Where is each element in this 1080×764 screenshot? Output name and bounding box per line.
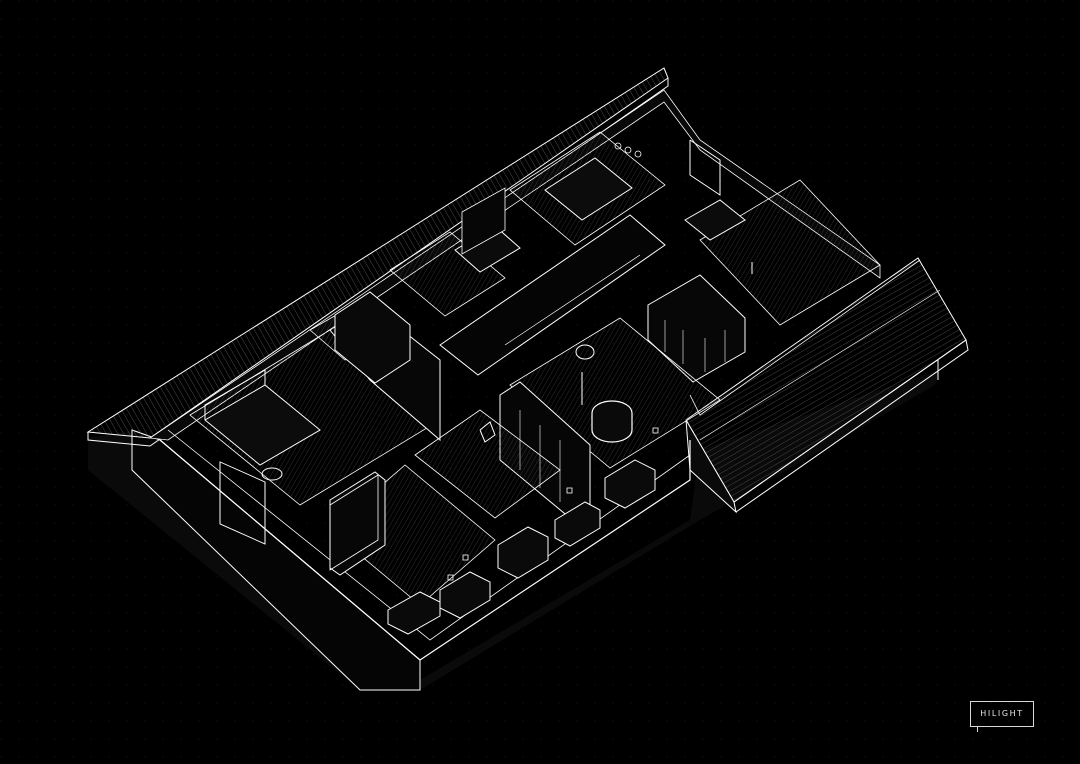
- logo-speech-tail: [977, 726, 978, 732]
- front-window-box-1: [387, 591, 441, 635]
- bedroom-chair: [261, 467, 283, 481]
- hall-fixture: [479, 421, 496, 443]
- study-floor: [699, 179, 881, 326]
- bed: [204, 384, 321, 466]
- study-desk: [684, 199, 746, 241]
- front-window-box-5: [554, 501, 601, 547]
- kitchen-cabinets: [647, 274, 746, 383]
- logo-text: HILIGHT: [980, 709, 1024, 718]
- roof-junction-edge: [689, 259, 921, 416]
- bathroom-partition: [461, 187, 506, 255]
- front-window-box-4: [439, 571, 491, 619]
- outlet-2: [447, 574, 454, 581]
- front-door-panel: [329, 474, 379, 571]
- front-window-box-2: [497, 526, 549, 579]
- wall-lamp-3: [634, 150, 642, 158]
- central-corridor: [439, 214, 666, 376]
- wall-lamp-1: [614, 142, 622, 150]
- floor-lamp-shade: [575, 344, 595, 360]
- study-windows: [689, 139, 721, 196]
- outlet-3: [566, 487, 573, 494]
- bedroom-window: [219, 461, 266, 545]
- front-exterior-wall: [159, 439, 691, 661]
- outlet-4: [652, 427, 659, 434]
- hilight-logo: HILIGHT: [970, 701, 1034, 732]
- hall-floor: [414, 409, 561, 519]
- wall-lamp-2: [624, 146, 632, 154]
- outlet-1: [462, 554, 469, 561]
- stair-block: [334, 291, 411, 384]
- front-window-box-3: [604, 459, 656, 509]
- right-gable-eave: [733, 339, 969, 513]
- front-wall-top: [167, 429, 691, 641]
- right-gable-ridge: [699, 289, 941, 441]
- bathroom-floor: [389, 231, 506, 317]
- corridor-wall-line: [504, 254, 641, 346]
- back-roof-ridge: [87, 78, 669, 447]
- dining-table-base: [591, 413, 633, 443]
- bed-headboard: [204, 369, 266, 420]
- upper-bed: [544, 157, 633, 221]
